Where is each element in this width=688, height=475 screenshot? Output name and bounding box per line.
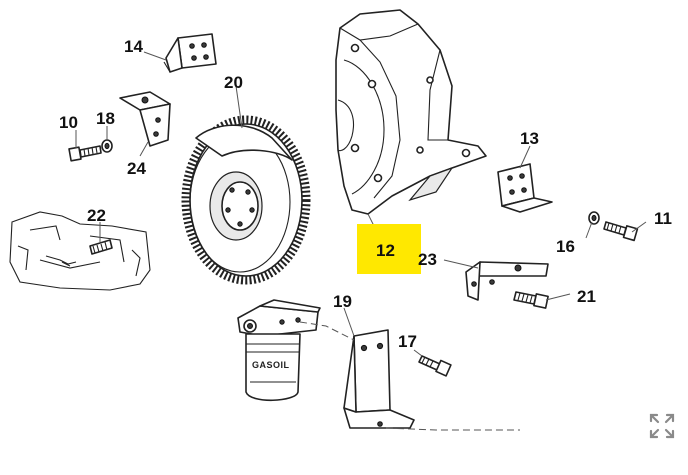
engine-block-partial [9,211,151,291]
callout-24[interactable]: 24 [127,159,146,178]
leader-lines [75,51,647,431]
callout-11[interactable]: 11 [654,209,672,228]
callout-17[interactable]: 17 [398,332,417,351]
filter-label: GASOIL [252,360,290,370]
callout-18[interactable]: 18 [96,109,115,128]
bracket-13-part [497,163,553,213]
callout-21[interactable]: 21 [577,287,596,306]
expand-icon[interactable] [648,412,676,440]
bracket-14-part [163,33,217,73]
callout-23[interactable]: 23 [418,250,437,269]
callout-13[interactable]: 13 [520,129,539,148]
highlight-box-12 [357,224,421,274]
bracket-23-part [465,261,549,301]
fuel-filter-part: GASOIL [237,299,321,402]
bolt-21-part [513,291,549,309]
bolt-17-part [418,355,452,377]
flywheel-housing-part [335,9,487,215]
flywheel-part [181,115,311,285]
washer-16-part [588,211,600,225]
callout-10[interactable]: 10 [59,113,78,132]
bolt-11-part [603,221,639,242]
spring-22-part [45,239,113,267]
callout-16[interactable]: 16 [556,237,575,256]
bolt-10-part [68,145,102,162]
bracket-19-part [343,329,415,429]
callout-14[interactable]: 14 [124,37,143,56]
callout-19[interactable]: 19 [333,292,352,311]
callout-12[interactable]: 12 [376,241,395,260]
callout-labels: 14 20 10 18 24 22 13 11 16 23 12 21 19 1… [59,37,672,351]
bracket-24-part [119,91,171,147]
washer-18-part [101,139,113,153]
callout-22[interactable]: 22 [87,206,106,225]
callout-20[interactable]: 20 [224,73,243,92]
